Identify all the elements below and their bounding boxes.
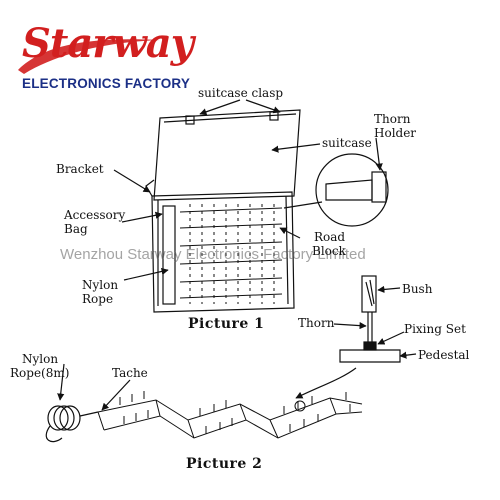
label-nylon-rope-2: Rope [82,292,114,306]
label-road-block-2: Block [312,244,346,258]
label-road-block-1: Road [314,230,346,244]
starway-logo [10,18,170,98]
label-nylon-rope-8m-1: Nylon [22,352,59,366]
suitcase-lid [153,109,301,201]
label-thorn-holder-2: Holder [374,126,417,140]
brand-subtitle: ELECTRONICS FACTORY [22,76,191,91]
nylon-rope-coil [45,405,99,443]
road-block-rows [179,204,283,304]
thorn-assembly [339,275,401,363]
label-thorn: Thorn [298,316,335,330]
caption-picture-1: Picture 1 [188,316,265,332]
label-accessory-bag-2: Bag [64,222,88,236]
label-bracket: Bracket [56,162,104,176]
label-suitcase: suitcase [322,136,372,150]
brand-wordmark: Starway [22,20,194,67]
logo-swoosh-icon [18,39,160,74]
label-bush: Bush [402,282,433,296]
label-pedestal: Pedestal [418,348,470,362]
thorn-holder-detail [283,153,389,227]
label-accessory-bag-1: Accessory [64,208,126,222]
label-nylon-rope-1: Nylon [82,278,119,292]
watermark: Wenzhou Starway Electronics Factory Limi… [60,246,366,263]
label-suitcase-clasp: suitcase clasp [198,86,284,100]
expanded-road-block [97,391,363,439]
label-nylon-rope-8m-2: Rope(8m) [10,366,70,380]
label-tache: Tache [112,366,148,380]
caption-picture-2: Picture 2 [186,456,263,472]
label-thorn-holder-1: Thorn [374,112,411,126]
label-fixing-set: Pixing Set [404,322,466,336]
